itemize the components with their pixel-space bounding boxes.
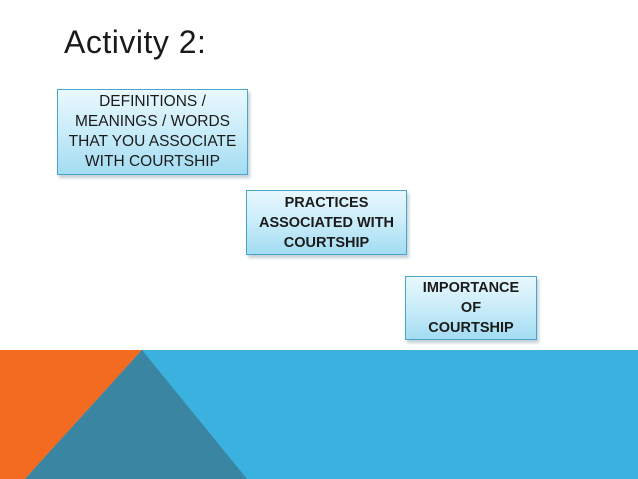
importance-box-line: OF: [460, 300, 482, 316]
importance-box: IMPORTANCE OF COURTSHIP: [405, 276, 537, 340]
definitions-box-line: MEANINGS / WORDS: [74, 113, 230, 130]
practices-box: PRACTICES ASSOCIATED WITH COURTSHIP: [246, 190, 407, 255]
definitions-box-line: THAT YOU ASSOCIATE: [68, 133, 237, 150]
definitions-box-line: DEFINITIONS /: [99, 93, 206, 110]
definitions-box: DEFINITIONS / MEANINGS / WORDS THAT YOU …: [57, 89, 248, 175]
practices-box-line: COURTSHIP: [283, 234, 370, 251]
slide-title: Activity 2:: [64, 24, 207, 60]
practices-box-line: PRACTICES: [284, 194, 369, 211]
importance-box-line: IMPORTANCE: [422, 280, 520, 296]
definitions-box-line: WITH COURTSHIP: [85, 153, 220, 170]
bottom-band: [0, 350, 638, 479]
importance-box-line: COURTSHIP: [428, 320, 514, 336]
practices-box-line: ASSOCIATED WITH: [258, 214, 395, 231]
